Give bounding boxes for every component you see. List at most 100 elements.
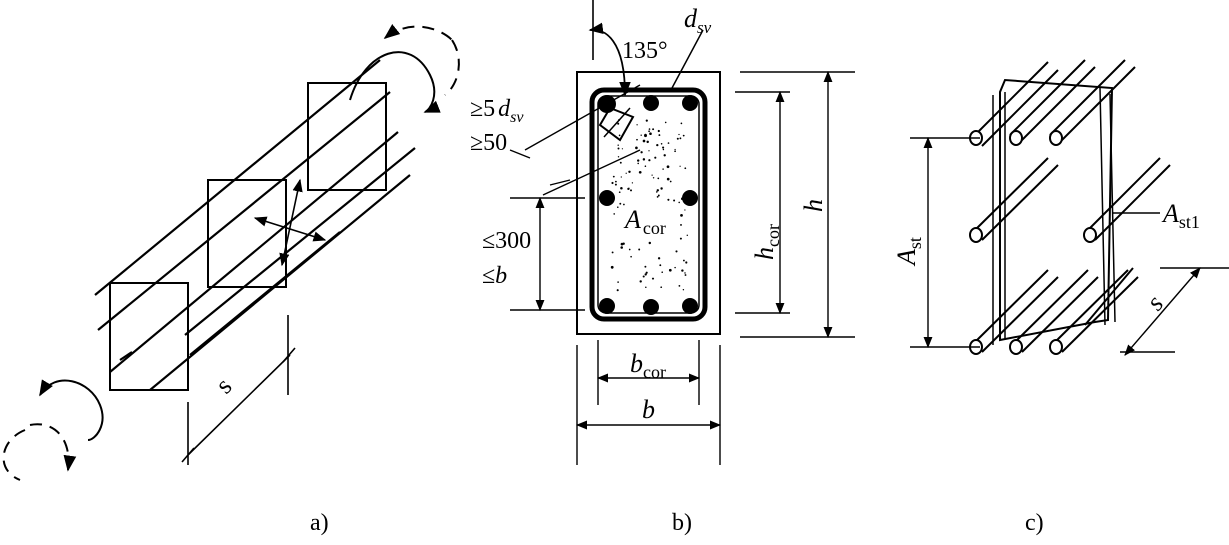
stipple-dot [620, 242, 624, 246]
area-st-label: Ast [892, 237, 925, 267]
stipple-dot [642, 158, 646, 161]
stipple-dot [666, 177, 670, 181]
panel-a-torsion-member [2, 24, 460, 481]
stipple-dot [617, 281, 619, 283]
stipple-dot [649, 132, 652, 135]
stipple-dot [666, 165, 670, 169]
stipple-dot [667, 198, 670, 201]
stipple-dot [639, 280, 642, 283]
stipple-dot [628, 187, 630, 189]
area-st1-label: Ast1 [1161, 199, 1200, 232]
stipple-dot [657, 194, 660, 197]
stipple-dot [655, 191, 658, 193]
stipple-dot [648, 241, 652, 245]
stipple-dot [617, 147, 620, 150]
height-label: h [799, 199, 828, 212]
stipple-dot [678, 201, 680, 204]
longitudinal-bars [94, 59, 416, 391]
stipple-dot [611, 251, 614, 254]
stipple-dot [620, 176, 622, 178]
stipple-dot [657, 257, 661, 260]
stipple-dot [681, 197, 684, 200]
stipple-dot [625, 172, 627, 174]
stipple-dot [661, 271, 663, 273]
stipple-dot [642, 275, 645, 278]
stipple-dot [679, 237, 682, 240]
panel-a-spacing-label: s [210, 372, 238, 400]
stipple-dot [680, 214, 683, 217]
stipple-dot [644, 133, 647, 137]
stipple-dot [618, 191, 621, 194]
stipple-dot [645, 271, 648, 274]
stipple-dot [678, 284, 681, 287]
stipple-dot [674, 148, 676, 151]
stipple-dot [684, 209, 686, 211]
stipple-dot [617, 122, 620, 125]
stipple-dot [662, 146, 665, 149]
stipple-dot [620, 187, 623, 190]
stipple-dot [679, 165, 681, 167]
stipple-dot [640, 134, 642, 136]
stipple-dot [673, 199, 676, 202]
stipple-dot [635, 146, 638, 150]
stipple-dot [620, 246, 623, 249]
stipple-dot [636, 124, 638, 126]
stipple-dot [611, 181, 614, 185]
panel-c-spacing-label: s [1140, 289, 1169, 315]
stipple-dot [644, 265, 647, 268]
stipple-dot [667, 142, 670, 144]
stipple-dot [660, 143, 663, 145]
stipple-dot [660, 187, 663, 190]
shear-arrows [253, 178, 327, 267]
stipple-dot [686, 234, 689, 237]
stipple-dot [630, 255, 632, 258]
stipple-dot [629, 189, 633, 192]
cage-stirrup [999, 78, 1114, 342]
stipple-dot [637, 159, 640, 162]
stipple-dot [646, 140, 649, 144]
tie-diameter-label: dsv [684, 4, 712, 37]
panel-c-caption: c) [1025, 510, 1044, 536]
spacing-b-label: ≤b [482, 263, 507, 289]
spacing-dimension [181, 315, 296, 465]
stipple-dot [636, 138, 638, 141]
stipple-dot [668, 268, 672, 272]
hook-angle-arc [588, 22, 631, 97]
core-height-label: hcor [750, 224, 783, 260]
stipple-dot [664, 121, 667, 124]
stipple-dot [618, 119, 621, 121]
stipple-dot [619, 202, 622, 205]
stipple-dot [638, 248, 641, 251]
stipple-dot [651, 277, 655, 280]
panel-c-labels: Ast Ast1 s c) [892, 199, 1200, 536]
stipple-dot [669, 180, 672, 183]
stipple-dot [659, 264, 662, 267]
stipple-dot [678, 133, 680, 136]
stipple-dot [663, 154, 666, 157]
stipple-dot [648, 130, 650, 133]
stipple-dot [617, 206, 619, 208]
stipple-dot [660, 286, 663, 289]
stipple-dot [656, 189, 660, 192]
stipple-dot [623, 203, 625, 206]
stipple-dot [684, 274, 687, 276]
stipple-dot [662, 148, 665, 151]
stipple-dot [615, 180, 617, 183]
stipple-dot [656, 196, 659, 198]
stipple-dot [645, 119, 648, 122]
stipple-dot [684, 167, 687, 170]
stipple-dot [656, 143, 659, 147]
hook-angle-label: 135° [622, 38, 668, 64]
panel-a-caption: a) [310, 510, 329, 536]
core-width-label: bcor [630, 349, 666, 382]
stipple-dot [612, 175, 615, 178]
stipple-dot [682, 134, 685, 137]
stipple-dot [680, 122, 683, 125]
torque-arrow-top [349, 24, 460, 113]
stipple-dot [614, 183, 617, 186]
stipple-dot [657, 177, 660, 180]
stipple-dot [645, 286, 647, 288]
